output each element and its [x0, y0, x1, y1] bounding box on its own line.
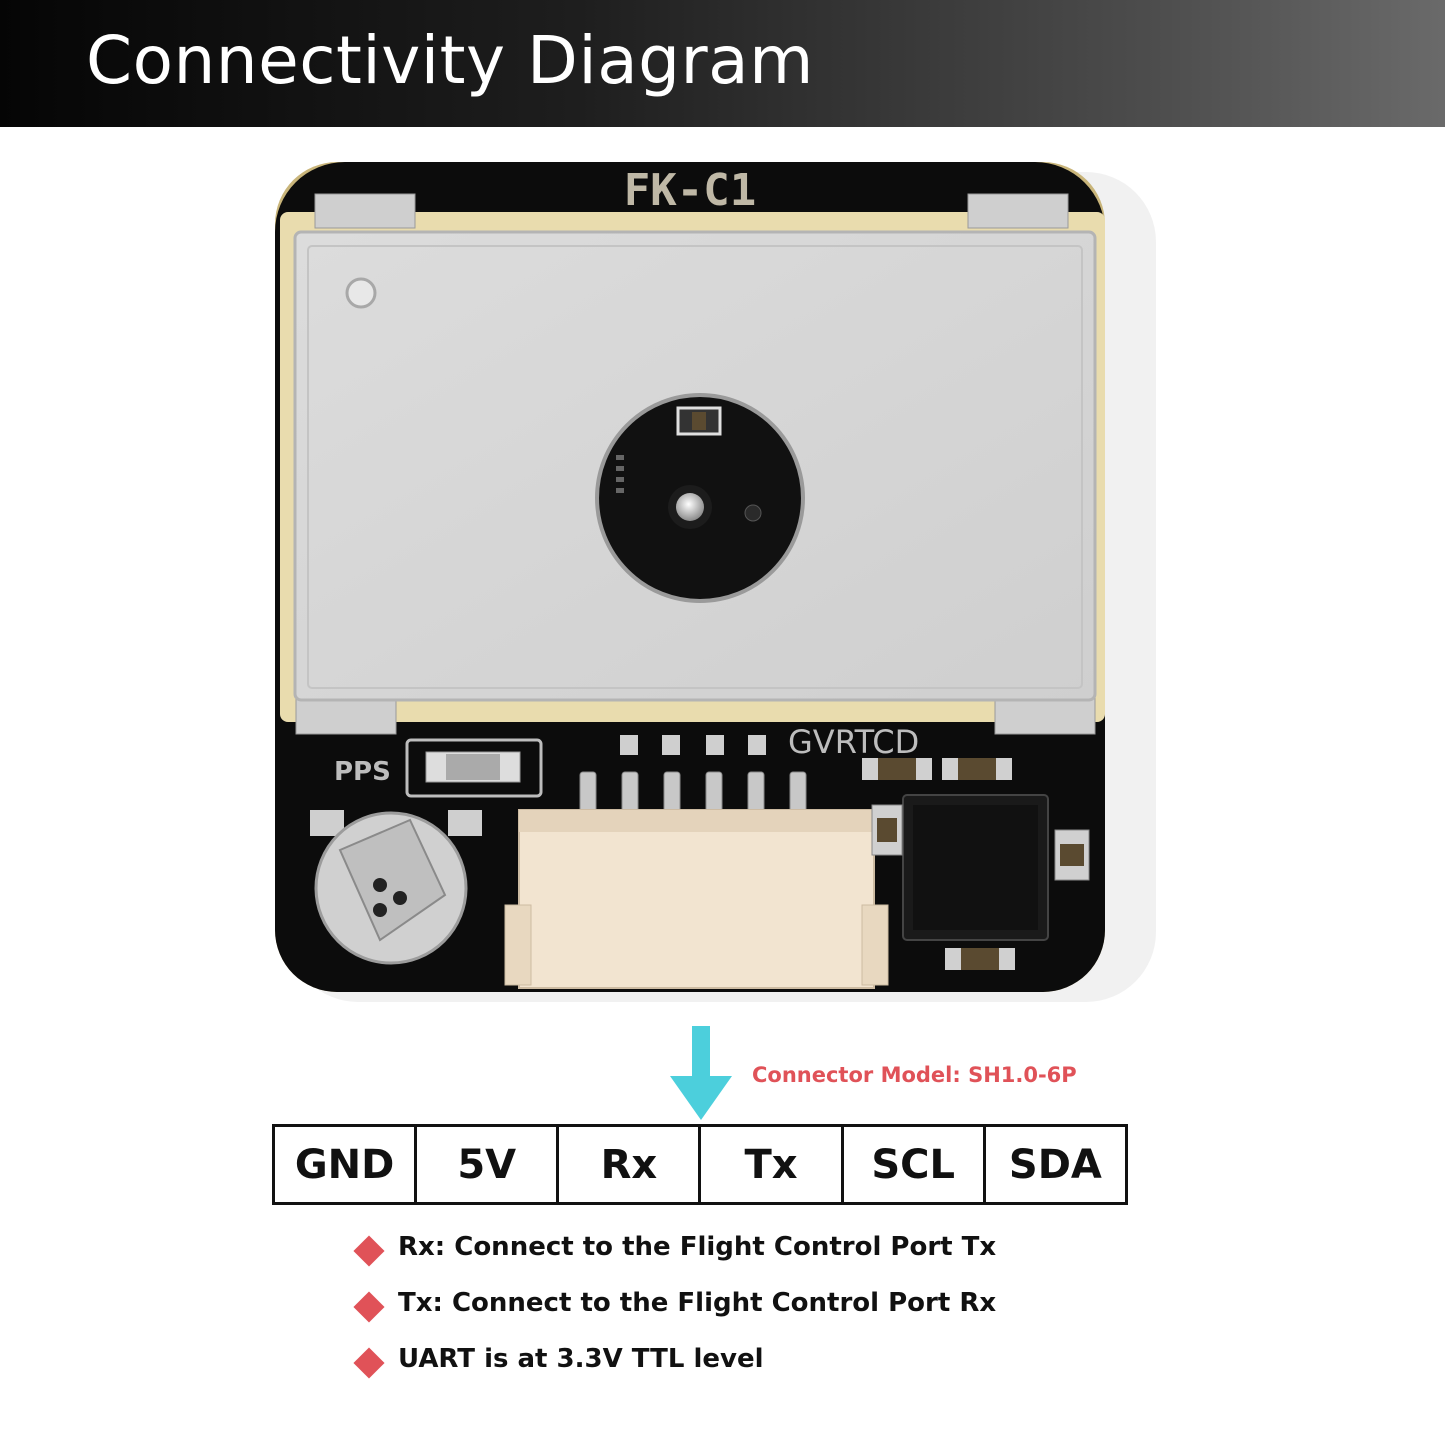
pinout-row: GND 5V Rx Tx SCL SDA: [271, 1124, 1129, 1205]
sensor-lens: [676, 493, 704, 521]
pps-led-outline: [405, 738, 543, 798]
board-silk-label: GVRTCD: [788, 723, 919, 761]
note-text: Tx: Connect to the Flight Control Port R…: [398, 1288, 997, 1318]
pin-tx: Tx: [698, 1124, 844, 1205]
connector-model-note: Connector Model: SH1.0-6P: [752, 1063, 1077, 1087]
pin-sda: SDA: [982, 1124, 1129, 1205]
page-title: Connectivity Diagram: [86, 22, 814, 99]
shield-tab: [295, 697, 397, 735]
shield-tab: [994, 697, 1096, 735]
board-model-label: FK-C1: [624, 165, 756, 216]
shield-tab: [967, 193, 1069, 229]
note-text: Rx: Connect to the Flight Control Port T…: [398, 1232, 997, 1262]
note-text: UART is at 3.3V TTL level: [398, 1344, 764, 1374]
pin-5v: 5V: [414, 1124, 560, 1205]
diamond-bullet-icon: [353, 1347, 385, 1379]
pin-gnd: GND: [271, 1124, 418, 1205]
pin-scl: SCL: [840, 1124, 986, 1205]
down-arrow-icon: [670, 1026, 732, 1120]
pin-rx: Rx: [556, 1124, 702, 1205]
shield-tab: [314, 193, 416, 229]
diamond-bullet-icon: [353, 1291, 385, 1323]
header-bar: Connectivity Diagram: [0, 0, 1445, 127]
diamond-bullet-icon: [353, 1235, 385, 1267]
pin1-marker: [345, 277, 377, 309]
sh1-connector: [518, 809, 875, 989]
gps-module-illustration: FK-C1 PPS GVRTCD: [275, 162, 1156, 1002]
pps-label: PPS: [334, 757, 391, 787]
pinout-table: GND 5V Rx Tx SCL SDA: [271, 1124, 1129, 1205]
